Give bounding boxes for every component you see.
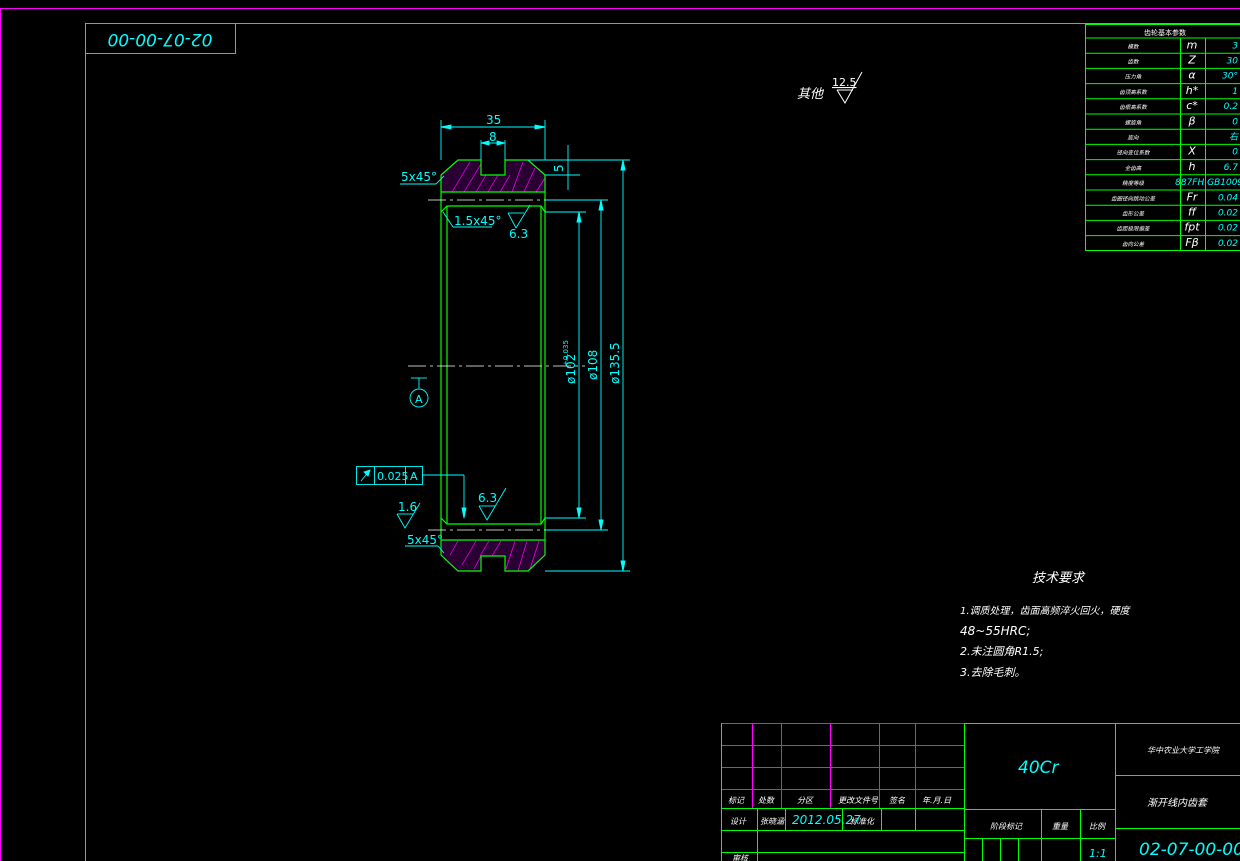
gear-param-name: 齿圈径向跳动公差 — [1111, 195, 1156, 202]
gear-param-value: 887FH GB10095 — [1175, 178, 1240, 188]
datum-letter: A — [415, 393, 423, 406]
gear-param-symbol: X — [1187, 145, 1196, 158]
gear-param-name: 径向变位系数 — [1116, 150, 1151, 157]
mark-label-0: 标记 — [728, 796, 745, 805]
roughness-inner-value: 6.3 — [509, 227, 528, 241]
gear-param-table: 齿轮基本参数 模数 m 3 齿数 Z 30 压力角 α 30° 齿顶高系数 h* 1 齿根高系数 c* 0.… — [1085, 24, 1240, 251]
gear-param-name: 齿距极限偏差 — [1116, 226, 1150, 233]
tech-requirements: 技术要求 1.调质处理，齿面高频淬火回火，硬度 48~55HRC; 2.未注圆角… — [960, 571, 1132, 679]
gear-param-symbol: Fβ — [1185, 236, 1198, 249]
dim-keyway-depth: 5 — [552, 164, 566, 172]
roughness-other-label: 其他 — [797, 87, 825, 102]
tech-req-line-4: 3.去除毛刺。 — [960, 666, 1026, 679]
std-label: 标准化 — [850, 817, 875, 826]
inner-border — [85, 23, 1240, 861]
runout-value: 0.025 — [377, 470, 409, 483]
gear-param-symbol: β — [1187, 114, 1195, 127]
gear-param-value: 0.2 — [1224, 102, 1239, 112]
code-rotated-text: 02-07-00-00 — [108, 29, 213, 49]
weight-label: 重量 — [1052, 822, 1069, 831]
dim-bore-tol: +0.035 — [562, 340, 570, 366]
scale-label: 比例 — [1089, 822, 1107, 831]
gear-param-name: 全齿高 — [1125, 165, 1143, 172]
dim-outer: ø135.5 — [608, 342, 622, 384]
dim-chamfer-bottom: 5x45° — [407, 533, 443, 547]
designer-name: 张晓涵 — [760, 817, 785, 826]
gear-param-value: 0.02 — [1218, 239, 1238, 249]
stage-label: 阶段标记 — [990, 822, 1023, 831]
gear-param-name: 精度等级 — [1122, 180, 1145, 187]
mark-label-4: 签名 — [889, 796, 906, 805]
part-section — [408, 159, 585, 572]
mark-label-5: 年.月.日 — [922, 796, 952, 805]
dim-bore: ø102 — [564, 354, 578, 384]
gear-param-value: 0.02 — [1218, 224, 1238, 234]
gear-param-symbol: Z — [1187, 54, 1196, 67]
runout-datum: A — [410, 470, 418, 483]
scale-value: 1:1 — [1089, 847, 1107, 860]
dim-chamfer-inner: 1.5x45° — [454, 214, 501, 228]
gear-param-name: 螺旋角 — [1125, 119, 1142, 126]
gear-param-name: 齿向公差 — [1122, 241, 1145, 248]
gear-param-value: 0.04 — [1218, 193, 1238, 203]
gear-param-name: 齿根高系数 — [1119, 104, 1148, 111]
gear-param-value: 0.02 — [1218, 209, 1238, 219]
gear-param-symbol: c* — [1186, 99, 1198, 112]
gear-param-name: 齿形公差 — [1122, 211, 1145, 218]
dimension-texts: 35 8 5 5x45° 1.5x45° 6.3 5x45° 6.3 1.6 ø… — [377, 113, 622, 547]
gear-param-name: 模数 — [1127, 43, 1140, 50]
gear-param-symbol: ff — [1188, 206, 1197, 219]
gear-param-symbol: Fr — [1187, 190, 1199, 203]
gear-param-name: 旋向 — [1127, 135, 1139, 142]
code-box-rotated: 02-07-00-00 — [85, 23, 236, 54]
gear-param-symbol: h — [1189, 160, 1196, 173]
drawing-number: 02-07-00-00 — [1139, 840, 1240, 860]
roughness-other: 其他 12.5 — [797, 71, 863, 104]
hatch-top — [440, 159, 546, 193]
gear-table-title: 齿轮基本参数 — [1144, 28, 1186, 37]
designer-label: 设计 — [730, 817, 747, 826]
outer-border — [0, 8, 1240, 861]
audit-label: 审核 — [732, 854, 750, 861]
school-name: 华中农业大学工学院 — [1147, 746, 1221, 755]
tech-req-line-1: 1.调质处理，齿面高频淬火回火，硬度 — [960, 605, 1132, 617]
dim-mid: ø108 — [586, 350, 600, 380]
mark-label-2: 分区 — [797, 796, 814, 805]
dim-keyway-width: 8 — [489, 130, 497, 144]
tech-req-title: 技术要求 — [1032, 571, 1086, 586]
dim-width-total: 35 — [486, 113, 501, 127]
gear-param-value: 0 — [1232, 148, 1238, 158]
gear-param-name: 齿顶高系数 — [1119, 89, 1148, 96]
gear-param-value: 6.7 — [1224, 163, 1239, 173]
tech-req-line-2: 48~55HRC; — [960, 624, 1030, 638]
gear-param-value: 30 — [1227, 57, 1239, 67]
design-date: 2012.05.27 — [792, 813, 861, 827]
title-block: 标记 处数 分区 更改文件号 签名 年.月.日 设计 张晓涵 标准化 审核 阶段… — [721, 723, 1240, 861]
roughness-other-value: 12.5 — [832, 76, 857, 89]
mark-label-1: 处数 — [758, 796, 775, 805]
gear-param-value: 1 — [1232, 87, 1238, 97]
gear-param-value: 3 — [1232, 41, 1238, 51]
gear-param-name: 齿数 — [1127, 59, 1140, 66]
roughness-lower-value: 6.3 — [478, 491, 497, 505]
part-name: 渐开线内齿套 — [1147, 797, 1209, 809]
gear-param-symbol: h* — [1186, 84, 1199, 97]
dimensions — [356, 120, 630, 572]
roughness-face-value: 1.6 — [398, 500, 417, 514]
gear-param-symbol: fpt — [1184, 221, 1200, 234]
mark-label-3: 更改文件号 — [838, 796, 879, 805]
gear-param-symbol: α — [1188, 69, 1196, 82]
gear-param-name: 压力角 — [1125, 74, 1142, 81]
gear-param-value: 右 — [1229, 132, 1239, 143]
tech-req-line-3: 2.未注圆角R1.5; — [960, 645, 1043, 658]
dim-chamfer-top: 5x45° — [401, 170, 437, 184]
gear-param-value: 0 — [1232, 117, 1238, 127]
gear-param-value: 30° — [1222, 72, 1238, 82]
material: 40Cr — [1018, 758, 1060, 778]
gear-param-symbol: m — [1187, 38, 1198, 51]
